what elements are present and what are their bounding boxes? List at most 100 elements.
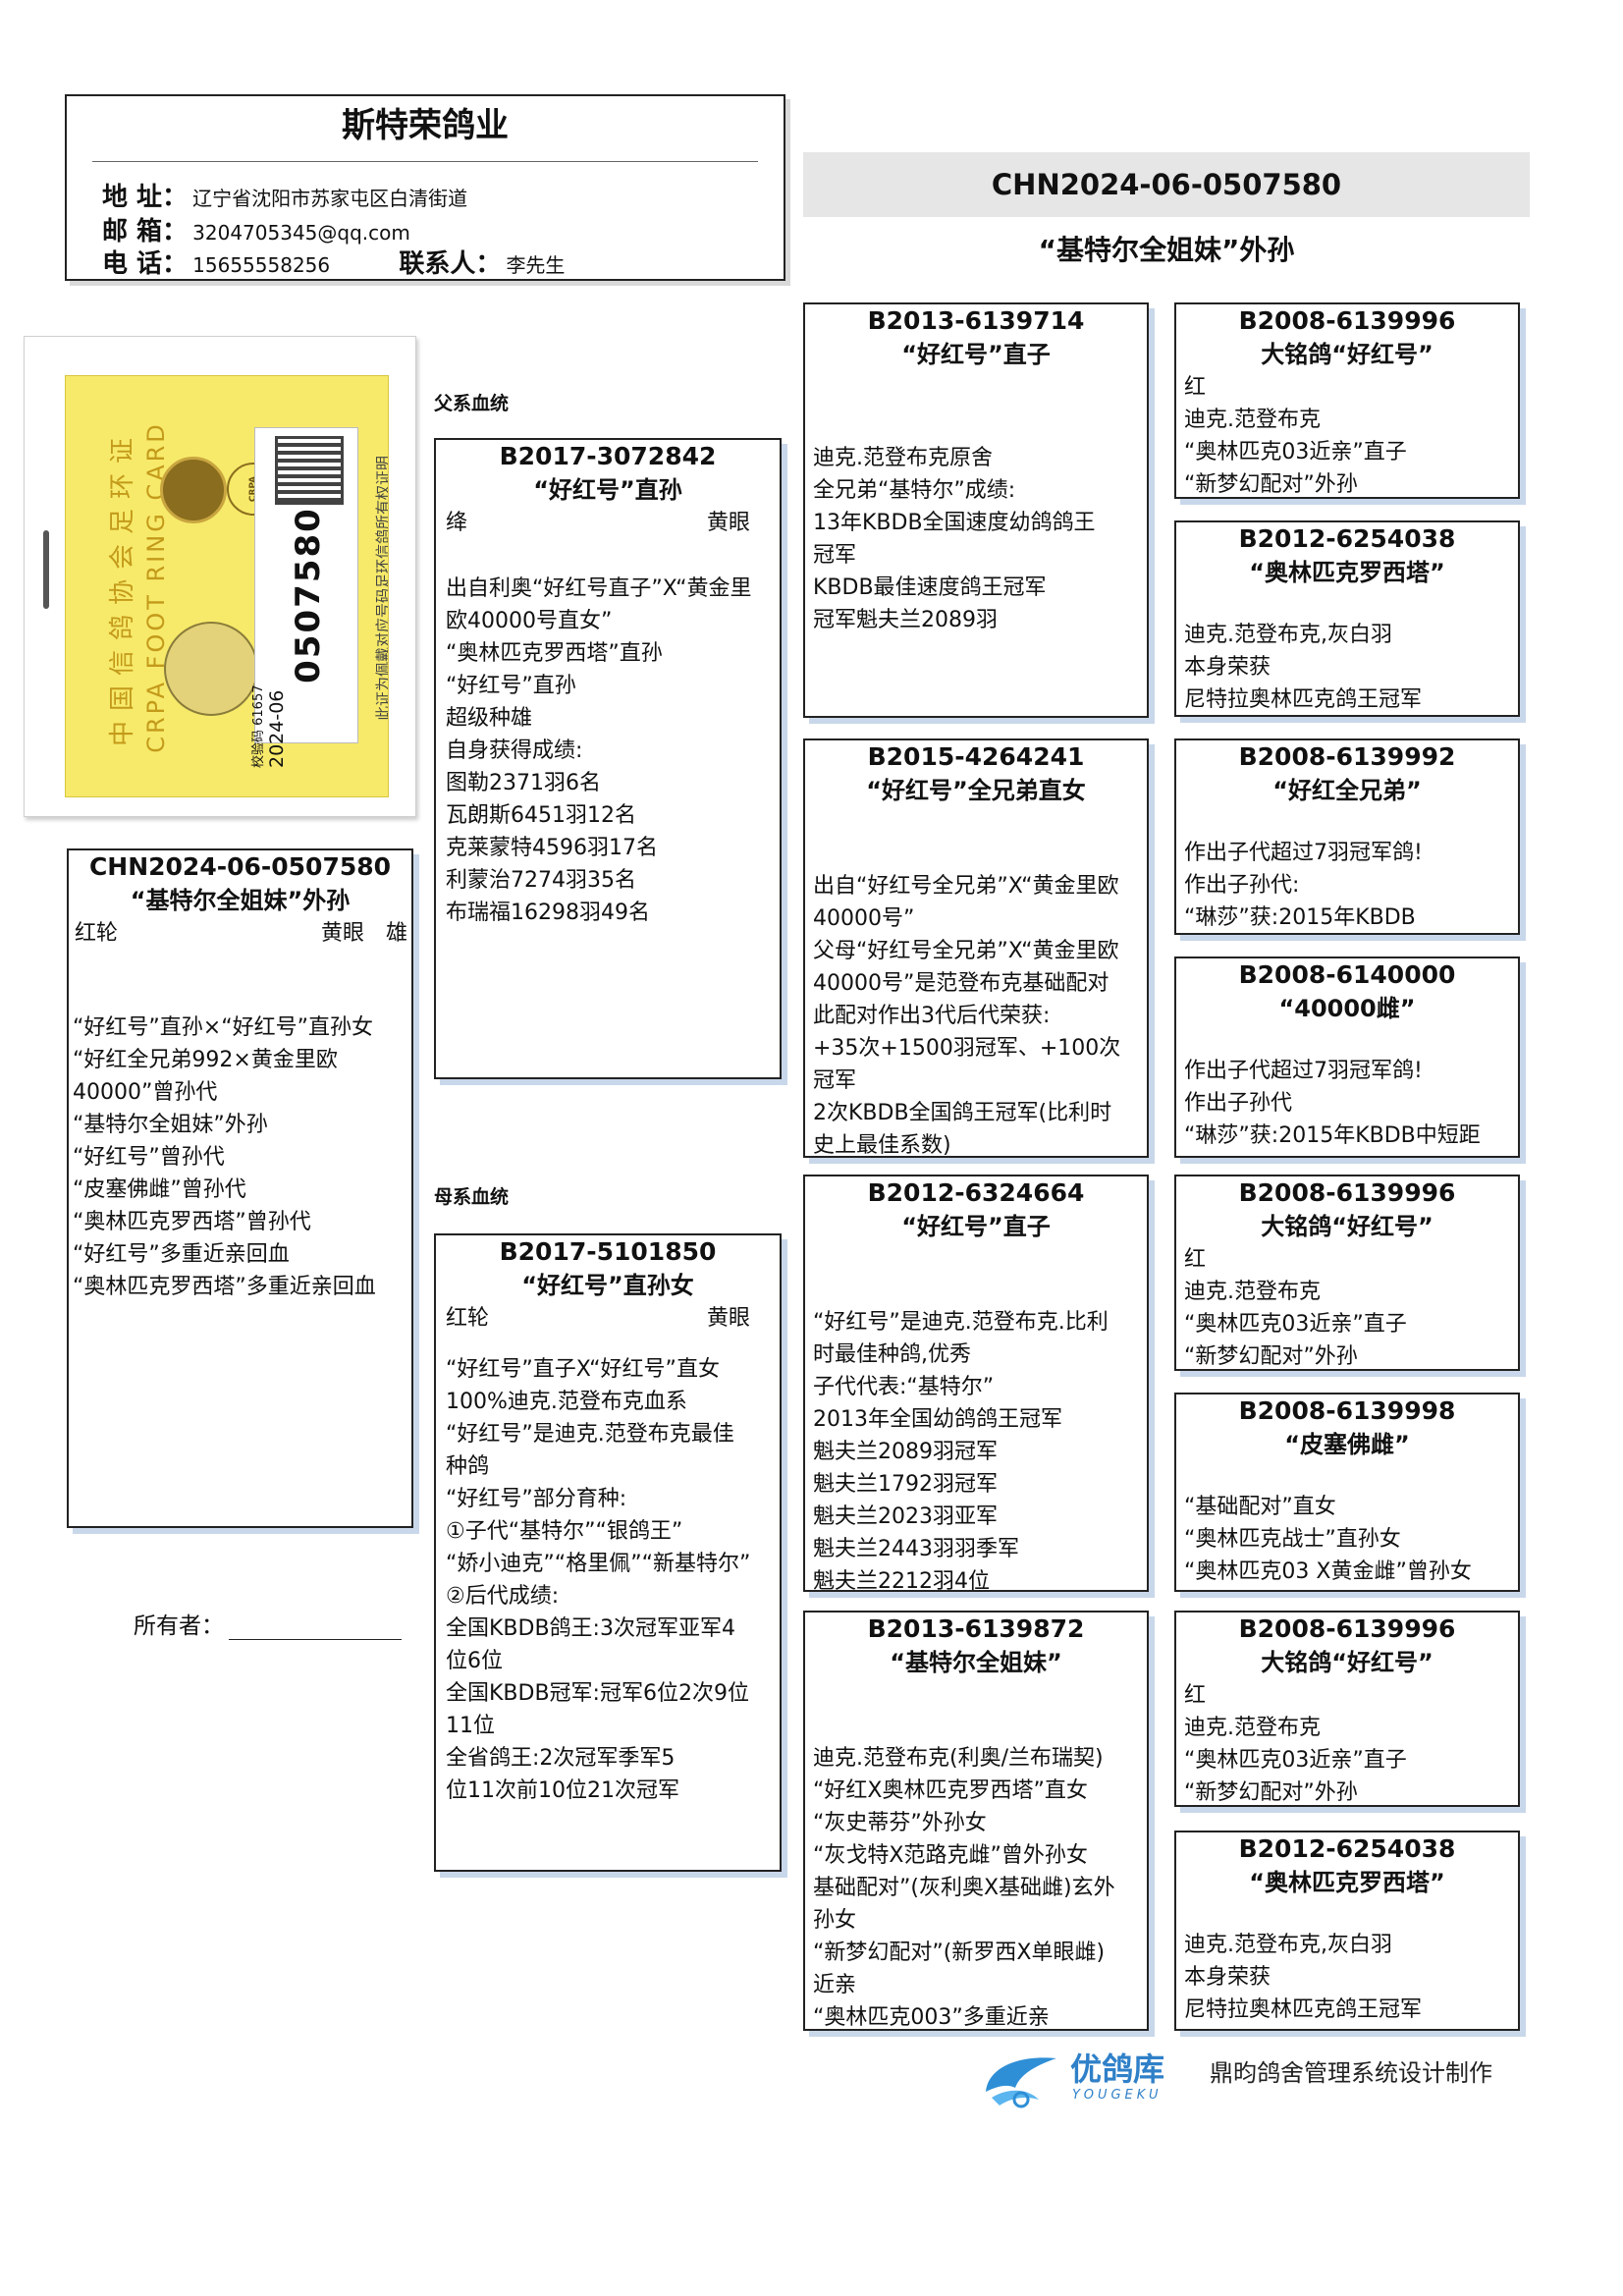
- great-grandparent-line: 作出子代超过7羽冠军鸽!: [1184, 841, 1423, 865]
- email-value: 3204705345@qq.com: [192, 221, 410, 245]
- dam-line: 种鸽: [446, 1454, 490, 1479]
- grandparent-line: 迪克.范登布克原舍: [813, 446, 993, 470]
- great-grandparent-line: 迪克.范登布克: [1184, 408, 1321, 432]
- grandparent-card: B2012-6324664 “好红号”直子 “好红号”是迪克.范登布克.比利 时…: [803, 1175, 1149, 1592]
- great-grandparent-card: B2008-6139998 “皮塞佛雌” “基础配对”直女 “奥林匹克战士”直孙…: [1174, 1393, 1520, 1592]
- dam-card: B2017-5101850 “好红号”直孙女 红轮 黄眼 “好红号”直子X“好红…: [434, 1233, 782, 1872]
- great-grandparent-card: B2012-6254038 “奥林匹克罗西塔” 迪克.范登布克,灰白羽 本身荣获…: [1174, 1831, 1520, 2031]
- subject-line: “基特尔全姐妹”外孙: [73, 1113, 268, 1137]
- ring-card-org-en: CRPA FOOT RING CARD: [142, 421, 170, 753]
- dam-notes: “好红号”直子X“好红号”直女 100%迪克.范登布克血系 “好红号”是迪克.范…: [436, 1353, 780, 1807]
- great-grandparent-line: 迪克.范登布克: [1184, 1280, 1321, 1304]
- grandparent-name: “好红号”直子: [901, 341, 1051, 368]
- great-grandparent-line: 本身荣获: [1184, 1965, 1271, 1990]
- sire-line: 布瑞福16298羽49名: [446, 901, 650, 925]
- great-grandparent-line: 迪克.范登布克,灰白羽: [1184, 623, 1392, 647]
- grandparent-line: 近亲: [813, 1973, 857, 1997]
- sire-notes: 出自利奥“好红号直子”X“黄金里 欧40000号直女” “奥林匹克罗西塔”直孙 …: [436, 573, 780, 929]
- sire-line: “好红号”直孙: [446, 674, 576, 698]
- dam-line: “好红号”直子X“好红号”直女: [446, 1357, 720, 1382]
- grandparent-card: B2013-6139714 “好红号”直子 迪克.范登布克原舍 全兄弟“基特尔”…: [803, 302, 1149, 718]
- great-grandparent-name: “皮塞佛雌”: [1284, 1431, 1410, 1458]
- subject-line: “好红号”直孙×“好红号”直孙女: [73, 1015, 374, 1040]
- yougeku-logo-icon: [986, 2057, 1056, 2108]
- subject-name: “基特尔全姐妹”外孙: [130, 887, 351, 914]
- qr-code-icon: [275, 436, 344, 505]
- sire-color: 绛: [446, 511, 468, 535]
- ring-card-number-panel: 0507580 2024-06 校验码 61657: [251, 427, 358, 768]
- grandparent-name: “好红号”全兄弟直女: [866, 777, 1086, 804]
- great-grandparent-line: 作出子代超过7羽冠军鸽!: [1184, 1059, 1423, 1083]
- dam-line: 位6位: [446, 1649, 503, 1673]
- dam-line: “娇小迪克”“格里佩”“新基特尔”: [446, 1552, 751, 1576]
- sire-line: “奥林匹克罗西塔”直孙: [446, 641, 663, 666]
- main-title-banner: CHN2024-06-0507580: [803, 152, 1530, 217]
- grandparent-line: 父母“好红号全兄弟”X“黄金里欧: [813, 939, 1119, 963]
- dam-eye: 黄眼: [706, 1306, 750, 1331]
- great-grandparent-name: “奥林匹克罗西塔”: [1249, 559, 1445, 586]
- address-label: 地 址：: [102, 183, 189, 212]
- subject-line: “好红号”曾孙代: [73, 1145, 225, 1170]
- great-grandparent-name: 大铭鸽“好红号”: [1261, 341, 1434, 368]
- address-value: 辽宁省沈阳市苏家屯区白清街道: [192, 187, 468, 210]
- dam-color: 红轮: [446, 1306, 490, 1331]
- grandparent-name: “基特尔全姐妹”: [890, 1649, 1062, 1676]
- great-grandparent-line: “奥林匹克03近亲”直子: [1184, 1748, 1407, 1773]
- great-grandparent-line: 作出子孙代:: [1184, 873, 1300, 898]
- great-grandparent-name: “奥林匹克罗西塔”: [1249, 1869, 1445, 1896]
- great-grandparent-line: 尼特拉奥林匹克鸽王冠军: [1184, 1997, 1423, 2022]
- sire-name: “好红号”直孙: [533, 476, 682, 504]
- great-grandparent-line: “新梦幻配对”外孙: [1184, 1780, 1358, 1805]
- dam-line: ①子代“基特尔”“银鸽王”: [446, 1519, 683, 1544]
- grandparent-line: 魁夫兰2089羽冠军: [813, 1440, 998, 1464]
- great-grandparent-line: “奥林匹克03近亲”直子: [1184, 440, 1407, 465]
- loft-name-divider: [92, 161, 758, 162]
- loft-name: 斯特荣鸽业: [342, 106, 509, 145]
- dam-line: 全国KBDB鸽王:3次冠军亚军4: [446, 1616, 735, 1641]
- great-grandparent-ring: B2012-6254038: [1238, 1834, 1456, 1863]
- subject-line: “皮塞佛雌”曾孙代: [73, 1177, 246, 1202]
- great-grandparent-ring: B2008-6140000: [1238, 960, 1456, 989]
- dam-line: “好红号”是迪克.范登布克最佳: [446, 1422, 734, 1447]
- subject-notes: “好红号”直孙×“好红号”直孙女 “好红全兄弟992×黄金里欧 40000”曾孙…: [69, 1011, 411, 1303]
- sire-line: 瓦朗斯6451羽12名: [446, 803, 636, 828]
- great-grandparent-line: 红: [1184, 1247, 1207, 1272]
- grandparent-line: 13年KBDB全国速度幼鸽鸽王: [813, 511, 1096, 535]
- grandparent-line: “好红X奥林匹克罗西塔”直女: [813, 1778, 1088, 1803]
- address-row: 地 址： 辽宁省沈阳市苏家屯区白清街道: [102, 177, 467, 213]
- dam-line: ②后代成绩:: [446, 1584, 560, 1609]
- dam-section-label: 母系血统: [434, 1186, 510, 1208]
- grandparent-line: 孙女: [813, 1908, 857, 1933]
- great-grandparent-line: 迪克.范登布克: [1184, 1716, 1321, 1740]
- sire-line: 克莱蒙特4596羽17名: [446, 836, 658, 860]
- great-grandparent-card: B2008-6140000 “40000雌” 作出子代超过7羽冠军鸽! 作出子孙…: [1174, 957, 1520, 1158]
- grandparent-line: +35次+1500羽冠军、+100次: [813, 1036, 1121, 1061]
- dam-line: 全国KBDB冠军:冠军6位2次9位: [446, 1681, 749, 1706]
- great-grandparent-line: “基础配对”直女: [1184, 1495, 1336, 1519]
- great-grandparent-ring: B2008-6139996: [1238, 306, 1456, 335]
- ring-card-org-cn: 中国信鸽协会足环证: [108, 428, 137, 747]
- grandparent-line: 魁夫兰2023羽亚军: [813, 1504, 998, 1529]
- phone-value: 15655558256: [192, 253, 331, 277]
- great-grandparent-line: “奥林匹克03 X黄金雌”曾孙女: [1184, 1559, 1472, 1584]
- great-grandparent-card: B2012-6254038 “奥林匹克罗西塔” 迪克.范登布克,灰白羽 本身荣获…: [1174, 520, 1520, 717]
- grandparent-line: 此配对作出3代后代荣获:: [813, 1004, 1051, 1028]
- phone-label: 电 话：: [102, 249, 189, 279]
- grandparent-line: 魁夫兰2212羽4位: [813, 1569, 990, 1592]
- ring-card-clip: [43, 530, 49, 609]
- grandparent-ring: B2013-6139872: [867, 1614, 1085, 1643]
- email-label: 邮 箱：: [102, 217, 189, 246]
- grandparent-line: “灰戈特X范路克雌”曾外孙女: [813, 1843, 1088, 1868]
- subject-ring: CHN2024-06-0507580: [88, 852, 392, 881]
- grandparent-card: B2013-6139872 “基特尔全姐妹” 迪克.范登布克(利奥/兰布瑞契) …: [803, 1611, 1149, 2031]
- great-grandparent-line: 红: [1184, 375, 1207, 400]
- sire-line: 利蒙治7274羽35名: [446, 868, 636, 893]
- owner-field: 所有者：: [134, 1607, 403, 1640]
- great-grandparent-line: “琳莎”获:2015年KBDB: [1184, 905, 1416, 930]
- sire-line: 欧40000号直女”: [446, 609, 613, 633]
- great-grandparent-line: 尼特拉奥林匹克鸽王冠军: [1184, 687, 1423, 712]
- dam-name: “好红号”直孙女: [521, 1272, 694, 1299]
- grandparent-card: B2015-4264241 “好红号”全兄弟直女 出自“好红号全兄弟”X“黄金里…: [803, 738, 1149, 1158]
- owner-blank-line[interactable]: [229, 1615, 403, 1640]
- grandparent-name: “好红号”直子: [901, 1213, 1051, 1240]
